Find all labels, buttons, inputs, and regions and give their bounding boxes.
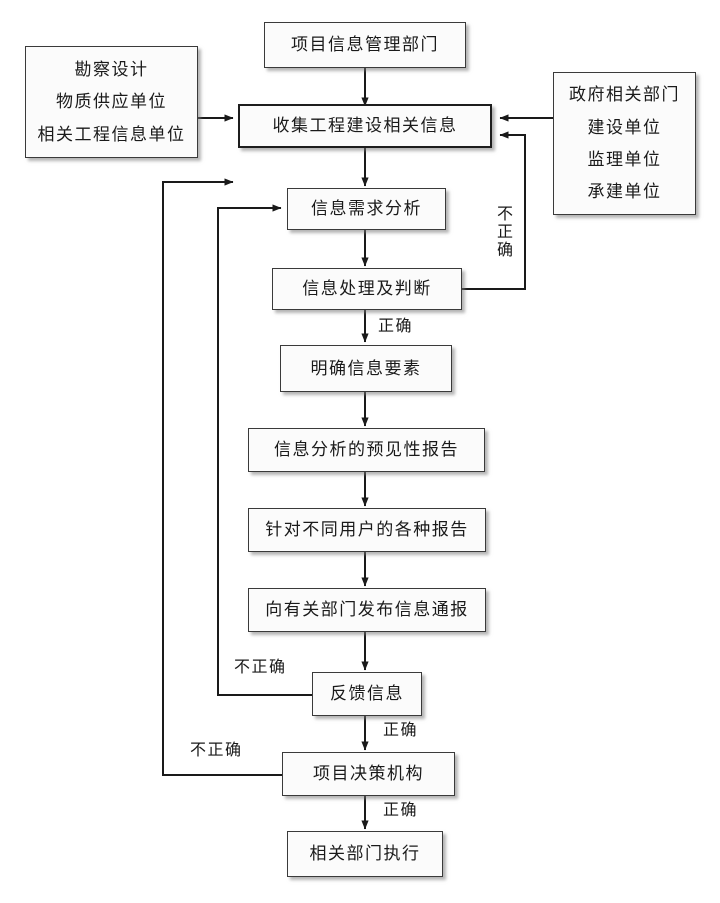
edge-label-correct-after-decision: 正确 [383, 802, 419, 819]
edge-label-correct-after-feedback: 正确 [383, 722, 419, 739]
right-source-line-2: 建设单位 [587, 117, 662, 137]
left-source-line-2: 物质供应单位 [56, 92, 167, 112]
node-process-judge[interactable]: 信息处理及判断 [272, 268, 462, 310]
node-label: 信息分析的预见性报告 [274, 440, 459, 460]
node-user-reports[interactable]: 针对不同用户的各种报告 [248, 508, 486, 552]
edge-label-incorrect-decision: 不正确 [190, 742, 243, 759]
right-source-line-1: 政府相关部门 [569, 85, 680, 105]
right-source-line-3: 监理单位 [587, 149, 662, 169]
edge-label-correct-after-judge: 正确 [378, 318, 414, 335]
node-decision-body[interactable]: 项目决策机构 [282, 752, 455, 796]
node-dept-execute[interactable]: 相关部门执行 [287, 831, 443, 877]
node-label: 针对不同用户的各种报告 [265, 520, 469, 540]
node-label: 相关部门执行 [309, 844, 421, 864]
edge-label-incorrect-feedback: 不正确 [234, 659, 287, 676]
left-source-line-1: 勘察设计 [74, 59, 149, 79]
node-label: 收集工程建设相关信息 [272, 116, 458, 136]
node-label: 项目决策机构 [313, 764, 424, 784]
node-clarify-elements[interactable]: 明确信息要素 [280, 345, 452, 392]
node-feedback-info[interactable]: 反馈信息 [312, 672, 422, 716]
edge-label-incorrect-right: 不正确 [494, 205, 511, 259]
node-demand-analysis[interactable]: 信息需求分析 [287, 188, 446, 230]
node-label: 信息处理及判断 [302, 279, 432, 299]
node-label: 明确信息要素 [310, 358, 422, 378]
node-label: 反馈信息 [330, 684, 404, 704]
node-publish-bulletin[interactable]: 向有关部门发布信息通报 [248, 588, 486, 632]
right-source-line-4: 承建单位 [587, 182, 662, 202]
node-left-sources[interactable]: 勘察设计 物质供应单位 相关工程信息单位 [25, 46, 198, 158]
edge-decision-incorrect-to-collect [162, 178, 282, 776]
node-label: 信息需求分析 [311, 199, 422, 219]
node-label: 项目信息管理部门 [291, 35, 439, 55]
node-label: 向有关部门发布信息通报 [265, 600, 469, 620]
left-source-line-3: 相关工程信息单位 [37, 124, 186, 144]
node-predictive-report[interactable]: 信息分析的预见性报告 [248, 428, 485, 472]
node-project-info-dept[interactable]: 项目信息管理部门 [264, 22, 466, 68]
node-collect-info[interactable]: 收集工程建设相关信息 [238, 104, 492, 148]
node-right-sources[interactable]: 政府相关部门 建设单位 监理单位 承建单位 [553, 72, 696, 215]
